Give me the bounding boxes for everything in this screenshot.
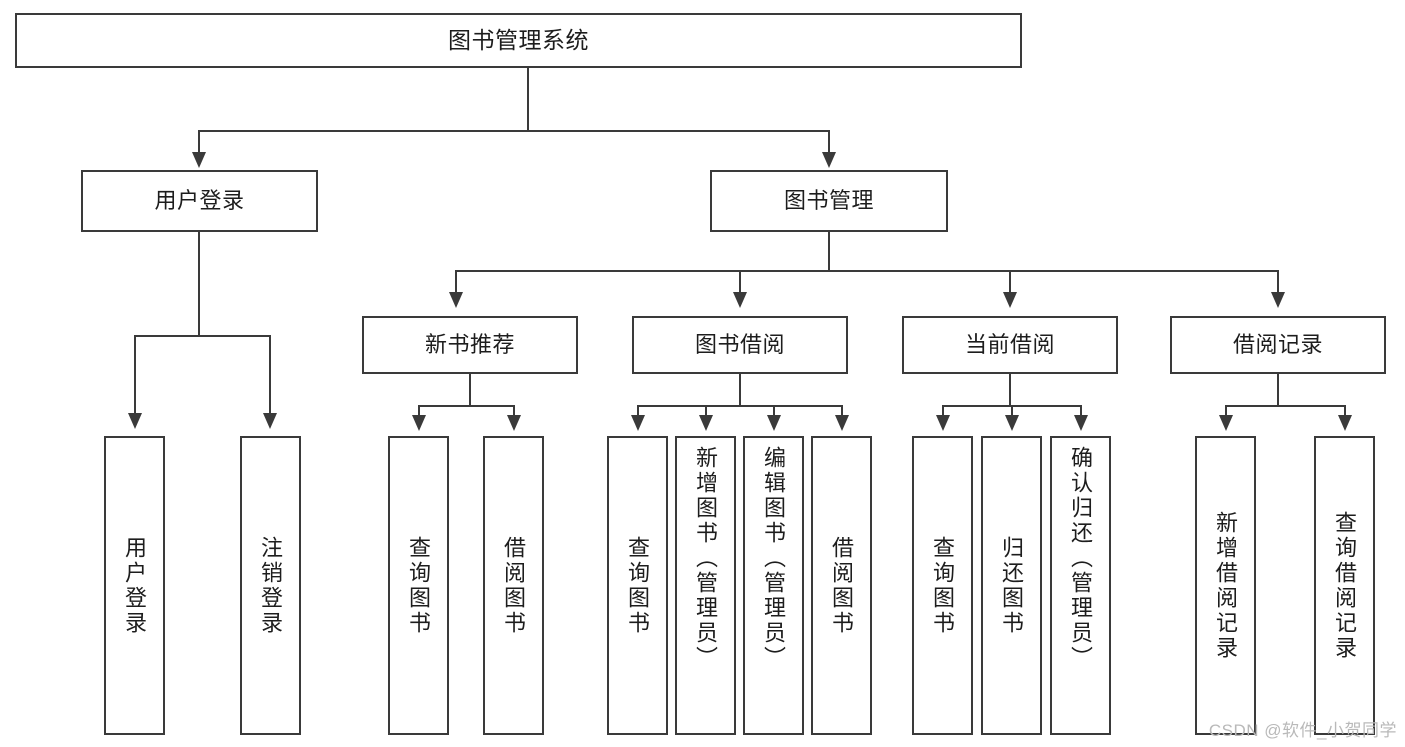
connector-user-login-trunk <box>198 232 200 335</box>
arrow-to-borrow-records <box>1271 292 1285 308</box>
leaf-bb-borrow-book[interactable]: 借阅图书 <box>811 436 872 735</box>
leaf-cb-confirm-return[interactable]: 确认归还（管理员） <box>1050 436 1111 735</box>
connector-book-management-trunk <box>828 232 830 270</box>
connector-user-login-drop-2 <box>269 335 271 415</box>
connector-book-borrow-drop-4 <box>841 405 843 417</box>
leaf-cb-query-book[interactable]: 查询图书 <box>912 436 973 735</box>
node-book-management[interactable]: 图书管理 <box>710 170 948 232</box>
node-label: 查询图书 <box>625 535 651 636</box>
leaf-logout[interactable]: 注销登录 <box>240 436 301 735</box>
leaf-bb-edit-book[interactable]: 编辑图书（管理员） <box>743 436 804 735</box>
arrow-to-leaf-logout <box>263 413 277 429</box>
arrow-to-leaf-query-book-cb <box>936 415 950 431</box>
node-label: 注销登录 <box>258 535 284 636</box>
node-label: 查询图书 <box>406 535 432 636</box>
node-label: 新书推荐 <box>424 332 515 358</box>
connector-borrow-records-drop-1 <box>1225 405 1227 417</box>
leaf-nb-query-book[interactable]: 查询图书 <box>388 436 449 735</box>
connector-book-borrow-drop-2 <box>705 405 707 417</box>
connector-borrow-records-bar <box>1225 405 1345 407</box>
arrow-to-leaf-user-login <box>128 413 142 429</box>
connector-book-borrow-drop-3 <box>773 405 775 417</box>
connector-current-borrow-drop-1 <box>942 405 944 417</box>
leaf-br-add-record[interactable]: 新增借阅记录 <box>1195 436 1256 735</box>
arrow-to-current-borrow <box>1003 292 1017 308</box>
node-label: 新增图书（管理员） <box>693 446 719 671</box>
connector-book-borrow-drop-1 <box>637 405 639 417</box>
node-book-borrow[interactable]: 图书借阅 <box>632 316 848 374</box>
arrow-to-leaf-edit-book <box>767 415 781 431</box>
node-new-book-recommend[interactable]: 新书推荐 <box>362 316 578 374</box>
node-label: 借阅图书 <box>501 535 527 636</box>
connector-user-login-drop-1 <box>134 335 136 415</box>
node-label: 图书借阅 <box>694 332 785 358</box>
connector-level3-drop-2 <box>739 270 741 294</box>
node-label: 编辑图书（管理员） <box>761 446 787 671</box>
arrow-to-leaf-query-book-bb <box>631 415 645 431</box>
connector-book-borrow-bar <box>637 405 842 407</box>
connector-current-borrow-drop-2 <box>1011 405 1013 417</box>
connector-new-book-drop-2 <box>513 405 515 417</box>
connector-borrow-records-drop-2 <box>1344 405 1346 417</box>
leaf-user-login[interactable]: 用户登录 <box>104 436 165 735</box>
node-label: 归还图书 <box>999 535 1025 636</box>
connector-borrow-records-trunk <box>1277 374 1279 405</box>
connector-current-borrow-drop-3 <box>1080 405 1082 417</box>
connector-level3-drop-3 <box>1009 270 1011 294</box>
connector-new-book-bar <box>418 405 514 407</box>
leaf-nb-borrow-book[interactable]: 借阅图书 <box>483 436 544 735</box>
arrow-to-leaf-query-book-nb <box>412 415 426 431</box>
arrow-to-book-borrow <box>733 292 747 308</box>
connector-level3-bar <box>455 270 1277 272</box>
node-borrow-records[interactable]: 借阅记录 <box>1170 316 1386 374</box>
connector-current-borrow-trunk <box>1009 374 1011 405</box>
arrow-to-leaf-confirm-return <box>1074 415 1088 431</box>
connector-book-borrow-trunk <box>739 374 741 405</box>
arrow-to-book-management <box>822 152 836 168</box>
arrow-to-new-book-recommend <box>449 292 463 308</box>
leaf-bb-query-book[interactable]: 查询图书 <box>607 436 668 735</box>
connector-level2-drop-1 <box>198 130 200 154</box>
arrow-to-leaf-add-book <box>699 415 713 431</box>
arrow-to-leaf-borrow-book-bb <box>835 415 849 431</box>
leaf-br-query-record[interactable]: 查询借阅记录 <box>1314 436 1375 735</box>
connector-new-book-trunk <box>469 374 471 405</box>
node-label: 借阅图书 <box>829 535 855 636</box>
node-label: 借阅记录 <box>1232 332 1323 358</box>
arrow-to-leaf-borrow-book-nb <box>507 415 521 431</box>
connector-level2-bar <box>198 130 829 132</box>
node-label: 查询借阅记录 <box>1332 510 1358 661</box>
node-label: 确认归还（管理员） <box>1068 446 1094 671</box>
node-label: 图书管理系统 <box>448 26 589 53</box>
connector-user-login-bar <box>134 335 270 337</box>
connector-level3-drop-4 <box>1277 270 1279 294</box>
node-label: 当前借阅 <box>964 332 1055 358</box>
node-label: 查询图书 <box>930 535 956 636</box>
node-label: 用户登录 <box>122 535 148 636</box>
leaf-bb-add-book[interactable]: 新增图书（管理员） <box>675 436 736 735</box>
node-label: 图书管理 <box>783 188 874 214</box>
connector-level3-drop-1 <box>455 270 457 294</box>
arrow-to-leaf-add-record <box>1219 415 1233 431</box>
leaf-cb-return-book[interactable]: 归还图书 <box>981 436 1042 735</box>
arrow-to-leaf-return-book <box>1005 415 1019 431</box>
node-current-borrow[interactable]: 当前借阅 <box>902 316 1118 374</box>
node-root-book-management-system[interactable]: 图书管理系统 <box>15 13 1022 68</box>
node-label: 新增借阅记录 <box>1213 510 1239 661</box>
arrow-to-user-login <box>192 152 206 168</box>
node-user-login[interactable]: 用户登录 <box>81 170 318 232</box>
arrow-to-leaf-query-record <box>1338 415 1352 431</box>
connector-root-trunk <box>527 68 529 130</box>
node-label: 用户登录 <box>154 188 245 214</box>
connector-level2-drop-2 <box>828 130 830 154</box>
connector-new-book-drop-1 <box>418 405 420 417</box>
